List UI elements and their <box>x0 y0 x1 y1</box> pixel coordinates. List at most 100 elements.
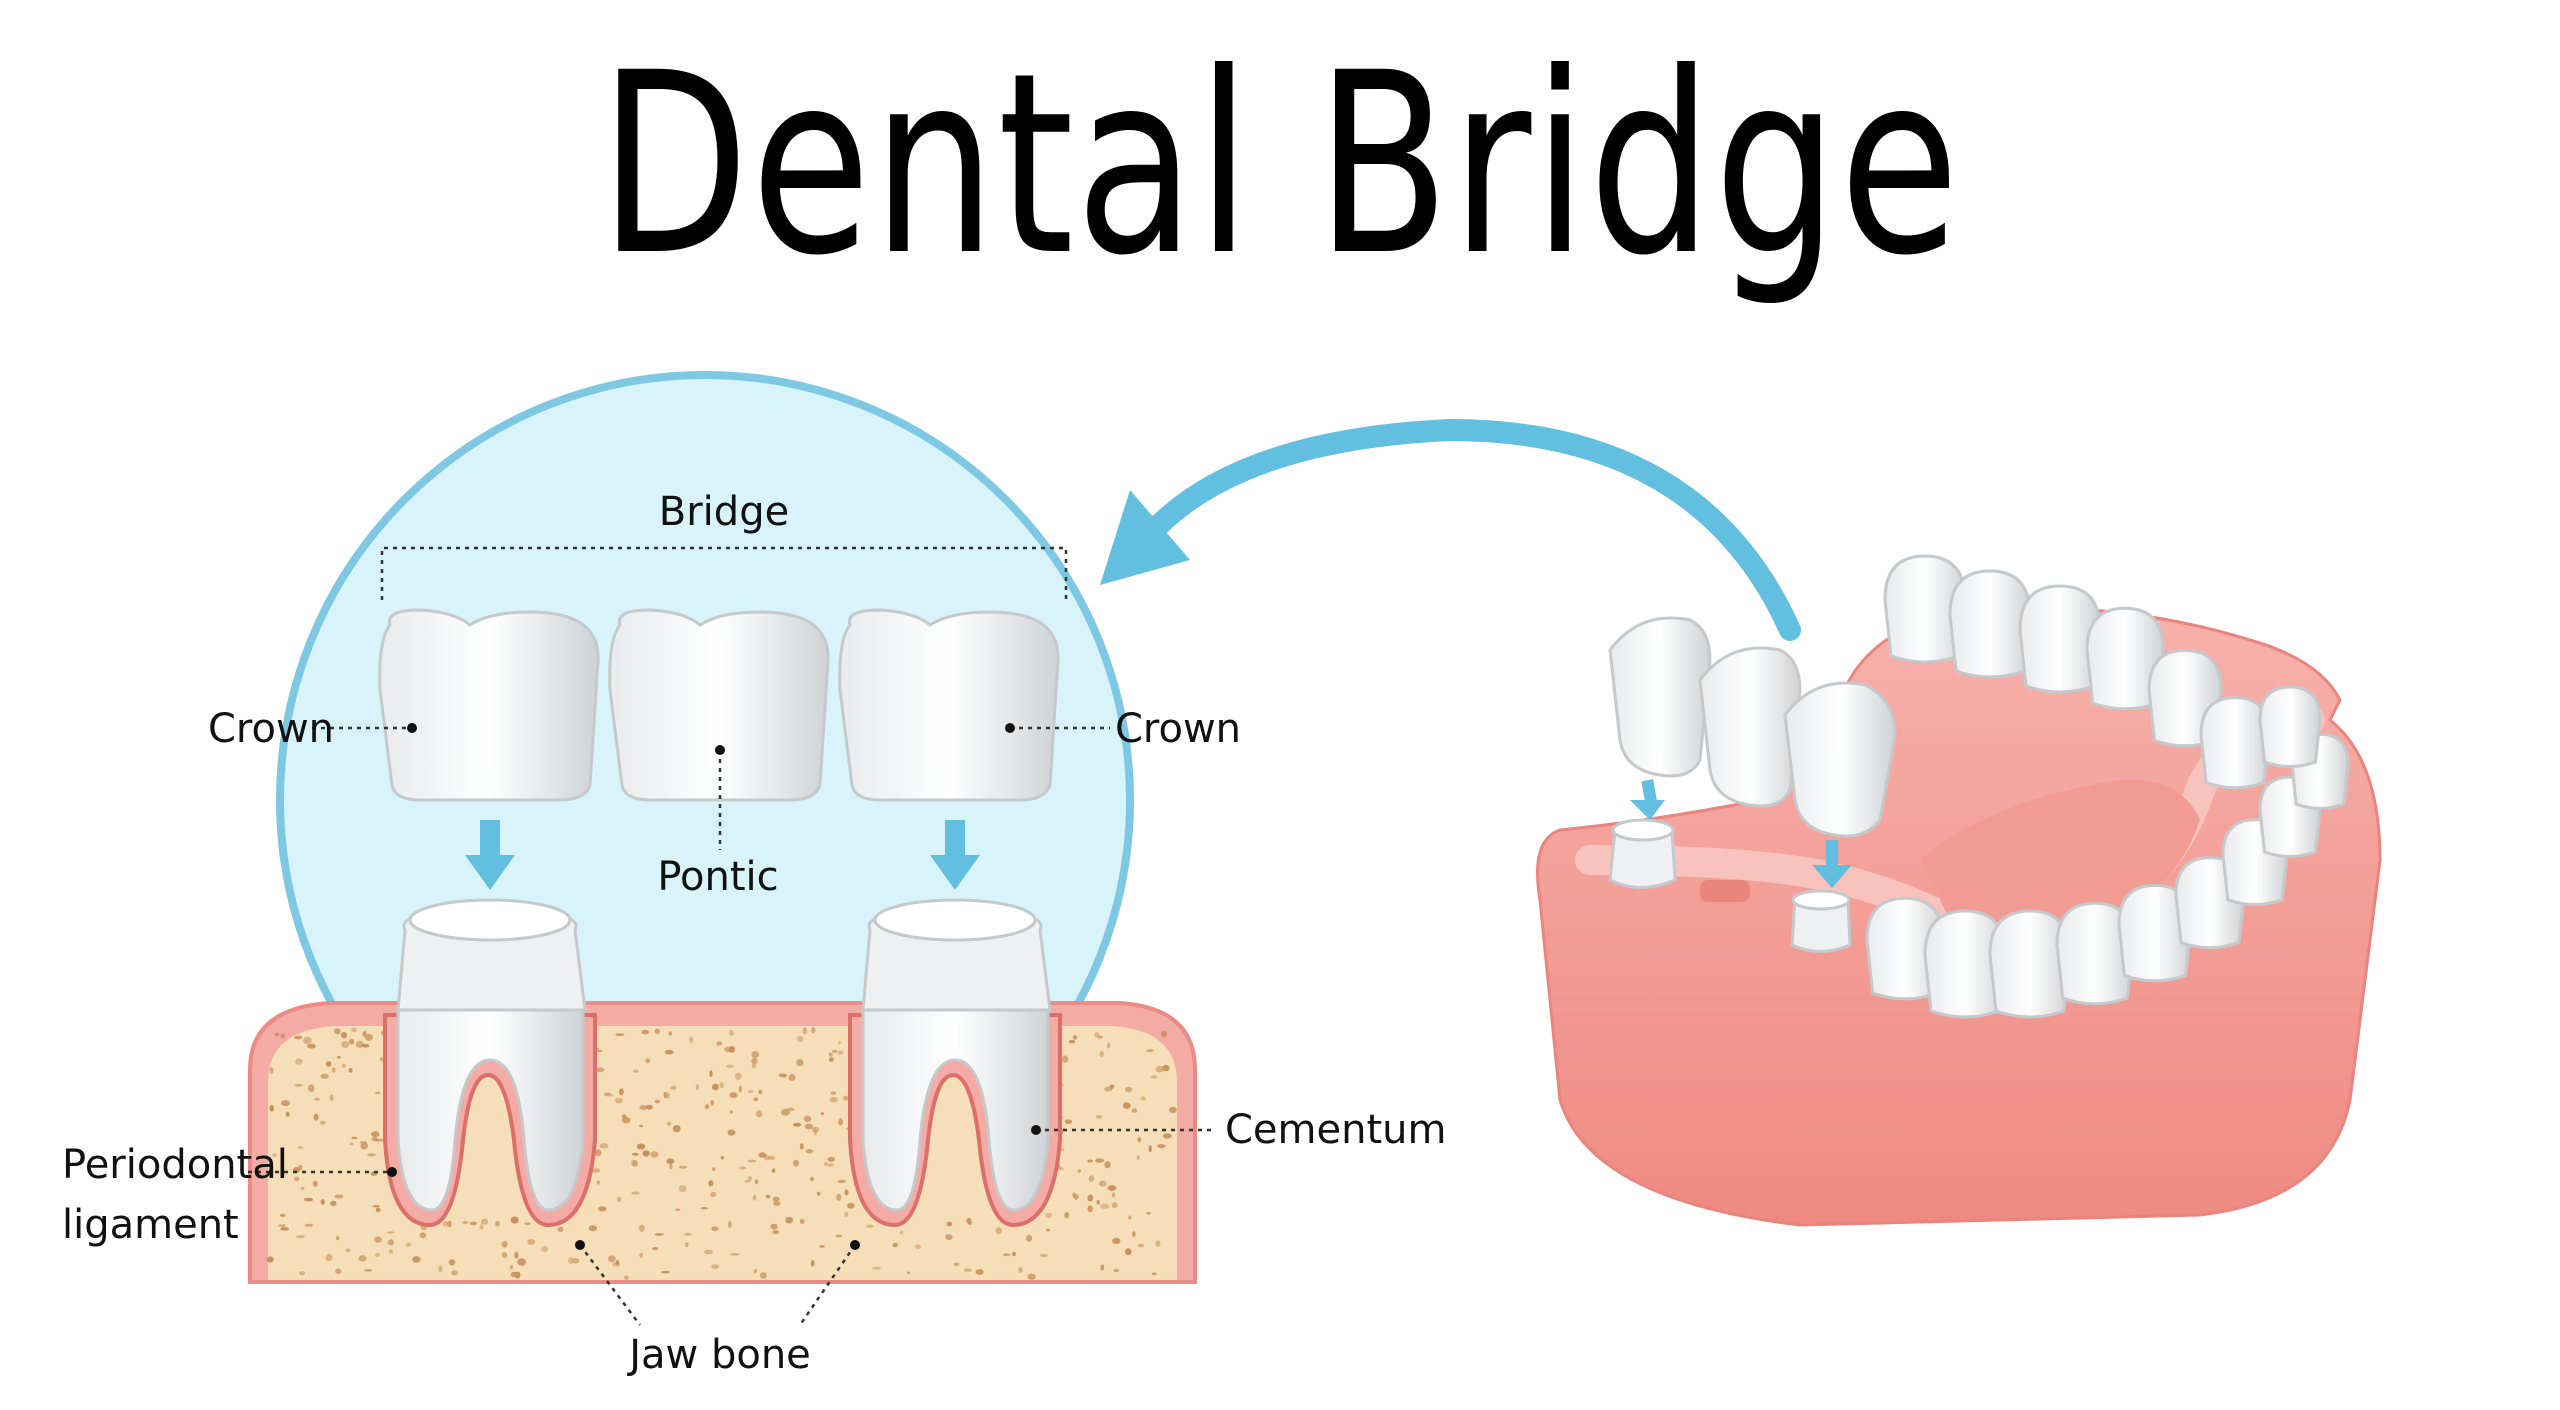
bone-dot <box>599 1143 609 1149</box>
bone-dot <box>1087 1159 1093 1163</box>
bridge-crowns <box>378 608 1060 802</box>
bone-dot <box>495 1221 500 1227</box>
bone-dot <box>1104 1161 1111 1169</box>
bone-dot <box>293 1176 300 1181</box>
bone-dot <box>618 1088 624 1096</box>
bone-dot <box>325 1254 333 1262</box>
bone-dot <box>1169 1106 1177 1114</box>
bone-dot <box>650 1151 659 1158</box>
bone-dot <box>332 1067 336 1073</box>
bone-dot <box>272 1153 277 1157</box>
bone-dot <box>320 1199 325 1205</box>
bone-dot <box>345 1248 351 1253</box>
bone-dot <box>654 1233 664 1236</box>
bone-dot <box>788 1074 796 1081</box>
bone-dot <box>597 1049 603 1053</box>
jaw-bone-label: Jaw bone <box>626 1332 811 1378</box>
bone-dot <box>608 1255 616 1263</box>
bone-dot <box>1161 1030 1167 1038</box>
bone-dot <box>1072 1035 1078 1040</box>
bone-dot <box>907 1271 911 1275</box>
bone-dot <box>764 1154 770 1161</box>
bone-dot <box>847 1202 855 1209</box>
bone-dot <box>1064 1119 1073 1124</box>
bone-dot <box>805 1149 814 1154</box>
jaw-tooth <box>2199 696 2271 790</box>
bone-dot <box>837 1050 844 1055</box>
bone-dot <box>266 1256 274 1263</box>
bone-dot <box>1097 1035 1103 1039</box>
bone-dot <box>447 1220 452 1228</box>
bone-dot <box>843 1095 849 1101</box>
bone-dot <box>747 1176 752 1182</box>
bone-dot <box>835 1234 843 1238</box>
bone-dot <box>1162 1133 1172 1139</box>
bone-dot <box>1113 1268 1120 1273</box>
bone-dot <box>412 1256 421 1263</box>
bone-dot <box>963 1268 972 1272</box>
bone-dot <box>342 1063 346 1068</box>
periodontal-label-line1: Periodontal <box>62 1142 288 1188</box>
bone-dot <box>387 1231 395 1234</box>
bone-dot <box>1018 1267 1023 1273</box>
curved-arrow-icon <box>1100 418 1801 641</box>
bone-dot <box>1100 1264 1105 1271</box>
bone-dot <box>729 1092 738 1099</box>
bone-dot <box>712 1167 716 1171</box>
bone-dot <box>340 1031 348 1039</box>
bone-dot <box>293 1035 303 1040</box>
bone-dot <box>704 1104 710 1110</box>
bone-dot <box>374 1091 381 1095</box>
bone-dot <box>523 1222 531 1226</box>
bone-dot <box>568 1257 574 1264</box>
bone-dot <box>664 1049 674 1055</box>
bone-dot <box>828 1052 833 1057</box>
bone-dot <box>615 1260 620 1265</box>
bone-dot <box>313 1180 318 1187</box>
bone-dot <box>364 1033 374 1041</box>
bone-dot <box>945 1234 953 1240</box>
bone-dot <box>828 1057 834 1062</box>
bone-dot <box>661 1270 670 1274</box>
bone-dot <box>631 1159 635 1167</box>
bone-dot <box>334 1194 344 1199</box>
bone-dot <box>765 1195 771 1199</box>
bone-dot <box>572 1257 580 1264</box>
bone-dot <box>712 1083 719 1091</box>
bone-dot <box>747 1090 754 1093</box>
bone-dot <box>604 1093 614 1097</box>
bone-dot <box>341 1040 350 1049</box>
bone-dot <box>720 1156 725 1160</box>
bone-dot <box>678 1185 687 1193</box>
bone-dot <box>711 1226 719 1232</box>
bone-dot <box>1136 1155 1140 1160</box>
bone-dot <box>636 1143 646 1150</box>
bone-dot <box>751 1057 758 1065</box>
bone-dot <box>349 1142 354 1146</box>
bone-dot <box>754 1179 759 1185</box>
bone-dot <box>596 1180 601 1185</box>
bone-dot <box>633 1069 639 1073</box>
bone-dot <box>1095 1115 1102 1119</box>
bone-dot <box>642 1150 650 1157</box>
bone-dot <box>708 1180 714 1187</box>
bone-dot <box>772 1196 780 1202</box>
bone-dot <box>451 1270 458 1276</box>
bone-dot <box>1087 1194 1094 1202</box>
bone-dot <box>592 1168 601 1173</box>
bone-dot <box>279 1213 286 1217</box>
bone-dot <box>304 1223 314 1227</box>
bone-dot <box>1157 1144 1166 1149</box>
bone-dot <box>294 1084 303 1087</box>
bone-dot <box>771 1168 776 1173</box>
bone-dot <box>772 1230 779 1234</box>
bone-dot <box>709 1070 713 1078</box>
bone-dot <box>501 1241 508 1248</box>
bone-dot <box>617 1196 622 1203</box>
bone-dot <box>1045 1212 1053 1218</box>
bone-dot <box>615 1097 623 1104</box>
bone-dot <box>1026 1234 1033 1242</box>
bone-dot <box>1155 1240 1161 1247</box>
bone-dot <box>479 1224 484 1230</box>
